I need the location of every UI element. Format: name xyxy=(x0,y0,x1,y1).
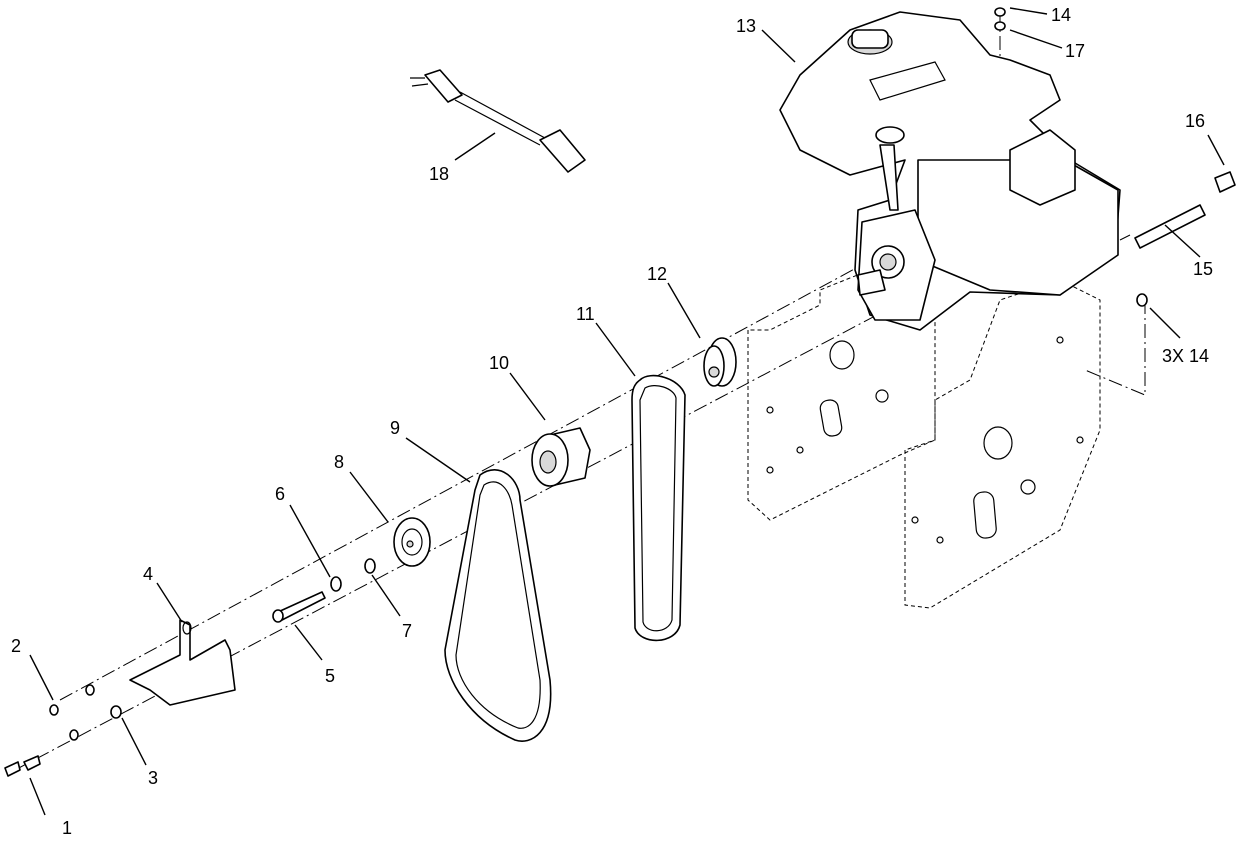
power-cord xyxy=(410,69,586,173)
bolt-5 xyxy=(272,591,326,623)
belt-9 xyxy=(444,469,552,742)
callout-3: 3 xyxy=(148,768,158,788)
callout-18: 18 xyxy=(429,164,449,184)
callout-3x14: 3X 14 xyxy=(1162,346,1209,366)
washer-7 xyxy=(364,558,376,574)
nut-14-side xyxy=(1136,293,1148,307)
callout-labels: 1 2 3 4 5 6 7 8 9 10 11 12 13 14 15 16 1… xyxy=(11,5,1213,838)
callout-2: 2 xyxy=(11,636,21,656)
washer-2 xyxy=(49,684,95,716)
belt-11 xyxy=(631,374,686,642)
callout-12: 12 xyxy=(647,264,667,284)
engine-assembly xyxy=(779,11,1121,331)
callout-10: 10 xyxy=(489,353,509,373)
bracket-4 xyxy=(129,619,236,706)
callout-13: 13 xyxy=(736,16,756,36)
frame-plate-left xyxy=(747,269,936,521)
callout-17: 17 xyxy=(1065,41,1085,61)
washer-17 xyxy=(994,21,1006,31)
callout-16: 16 xyxy=(1185,111,1205,131)
callout-1: 1 xyxy=(62,818,72,838)
nut-14-top xyxy=(994,7,1006,17)
screw-1 xyxy=(4,755,41,777)
callout-6: 6 xyxy=(275,484,285,504)
callout-7: 7 xyxy=(402,621,412,641)
callout-4: 4 xyxy=(143,564,153,584)
callout-14: 14 xyxy=(1051,5,1071,25)
callout-9: 9 xyxy=(390,418,400,438)
pulley-12 xyxy=(703,337,737,387)
frame-plate-right xyxy=(904,279,1101,609)
callout-11: 11 xyxy=(576,304,595,324)
pulley-8 xyxy=(393,517,431,567)
callout-8: 8 xyxy=(334,452,344,472)
washer-3 xyxy=(69,705,122,741)
shaft-15 xyxy=(1134,204,1206,249)
washer-6 xyxy=(330,576,342,592)
pulley-10 xyxy=(531,427,591,487)
spacer-16 xyxy=(1214,171,1236,193)
leader-lines xyxy=(29,7,1225,816)
callout-5: 5 xyxy=(325,666,335,686)
callout-15: 15 xyxy=(1193,259,1213,279)
